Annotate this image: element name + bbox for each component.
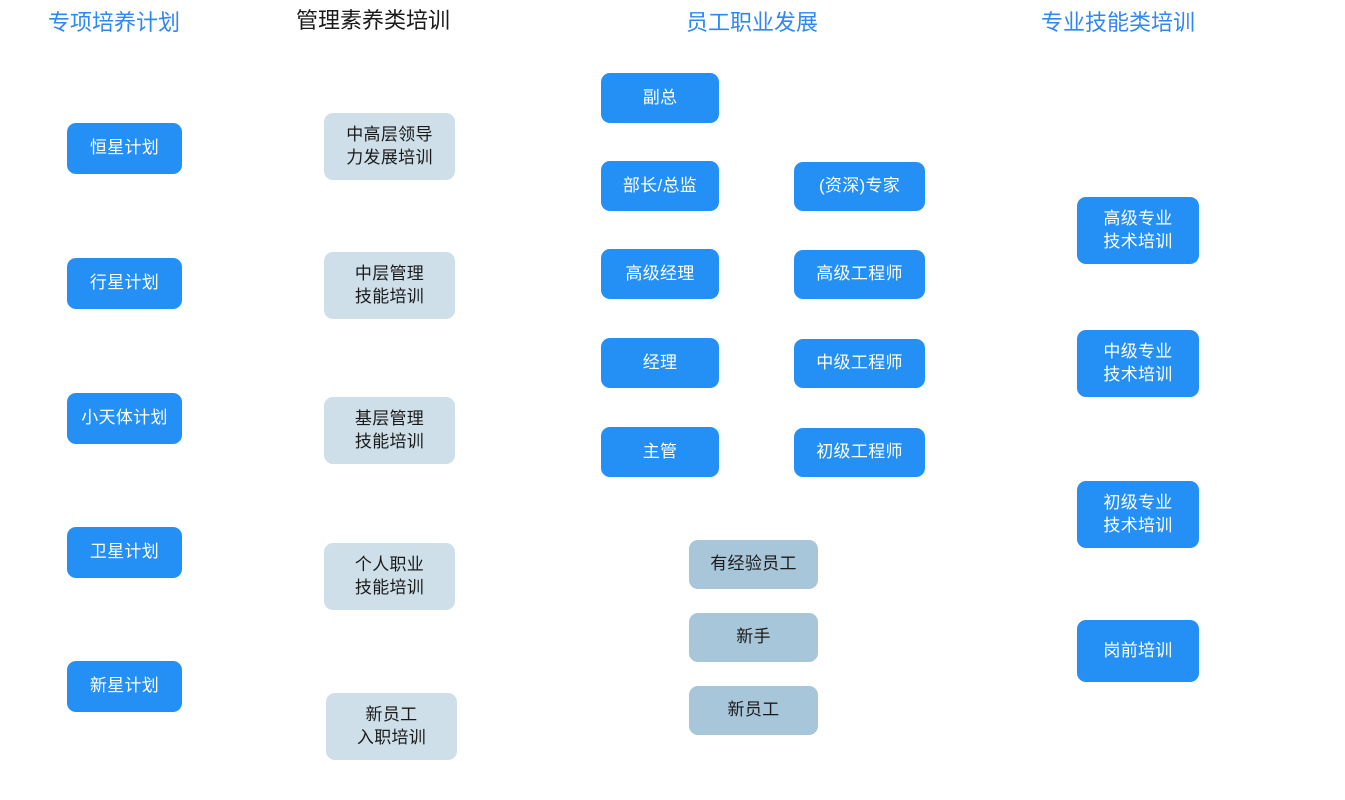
node-professional-skill-training-0[interactable]: 高级专业 技术培训 [1077,197,1199,264]
node-label: 中级工程师 [816,353,903,373]
node-professional-skill-training-2[interactable]: 初级专业 技术培训 [1077,481,1199,548]
node-label: 恒星计划 [89,138,160,158]
node-employee-career-development-3[interactable]: 经理 [601,338,719,388]
node-label: 部长/总监 [622,175,698,195]
node-label: 基层管理 技能培训 [354,409,425,451]
column-header-special-training-plan: 专项培养计划 [48,10,181,35]
node-label: 个人职业 技能培训 [354,555,425,597]
node-label: 经理 [642,352,678,372]
node-label: 主管 [642,441,678,461]
node-professional-skill-training-1[interactable]: 中级专业 技术培训 [1077,330,1199,397]
node-label: 高级经理 [625,263,695,283]
node-label: 卫星计划 [89,542,160,562]
node-employee-career-development-2[interactable]: 高级经理 [601,249,719,299]
node-employee-career-development-7[interactable]: 中级工程师 [794,339,925,388]
node-label: 行星计划 [89,273,160,293]
node-label: 中层管理 技能培训 [354,264,425,306]
node-label: 新员工 入职培训 [356,705,427,747]
node-label: (资深)专家 [818,176,901,196]
node-employee-career-development-9[interactable]: 有经验员工 [689,540,818,589]
column-header-management-quality-training: 管理素养类培训 [296,8,451,33]
node-management-quality-training-2[interactable]: 基层管理 技能培训 [324,397,455,464]
node-management-quality-training-0[interactable]: 中高层领导 力发展培训 [324,113,455,180]
node-employee-career-development-10[interactable]: 新手 [689,613,818,662]
node-label: 高级专业 技术培训 [1103,209,1173,251]
node-special-training-plan-0[interactable]: 恒星计划 [67,123,182,174]
node-label: 中级专业 技术培训 [1103,342,1173,384]
node-label: 新星计划 [89,676,160,696]
node-label: 高级工程师 [816,264,903,284]
node-label: 初级专业 技术培训 [1103,493,1173,535]
node-professional-skill-training-3[interactable]: 岗前培训 [1077,620,1199,682]
column-header-professional-skill-training: 专业技能类培训 [1041,10,1196,35]
node-employee-career-development-4[interactable]: 主管 [601,427,719,477]
node-special-training-plan-4[interactable]: 新星计划 [67,661,182,712]
node-label: 中高层领导 力发展培训 [346,125,433,167]
node-label: 有经验员工 [710,554,797,574]
node-label: 新手 [736,627,771,647]
node-employee-career-development-11[interactable]: 新员工 [689,686,818,735]
node-label: 小天体计划 [81,408,168,428]
node-label: 岗前培训 [1103,640,1173,660]
node-employee-career-development-1[interactable]: 部长/总监 [601,161,719,211]
node-employee-career-development-6[interactable]: 高级工程师 [794,250,925,299]
node-special-training-plan-3[interactable]: 卫星计划 [67,527,182,578]
node-management-quality-training-4[interactable]: 新员工 入职培训 [326,693,457,760]
node-special-training-plan-1[interactable]: 行星计划 [67,258,182,309]
node-special-training-plan-2[interactable]: 小天体计划 [67,393,182,444]
node-employee-career-development-8[interactable]: 初级工程师 [794,428,925,477]
node-management-quality-training-1[interactable]: 中层管理 技能培训 [324,252,455,319]
node-label: 新员工 [727,700,780,720]
node-employee-career-development-0[interactable]: 副总 [601,73,719,123]
column-header-employee-career-development: 员工职业发展 [686,10,819,35]
node-management-quality-training-3[interactable]: 个人职业 技能培训 [324,543,455,610]
node-label: 初级工程师 [816,442,903,462]
node-employee-career-development-5[interactable]: (资深)专家 [794,162,925,211]
node-label: 副总 [642,87,678,107]
